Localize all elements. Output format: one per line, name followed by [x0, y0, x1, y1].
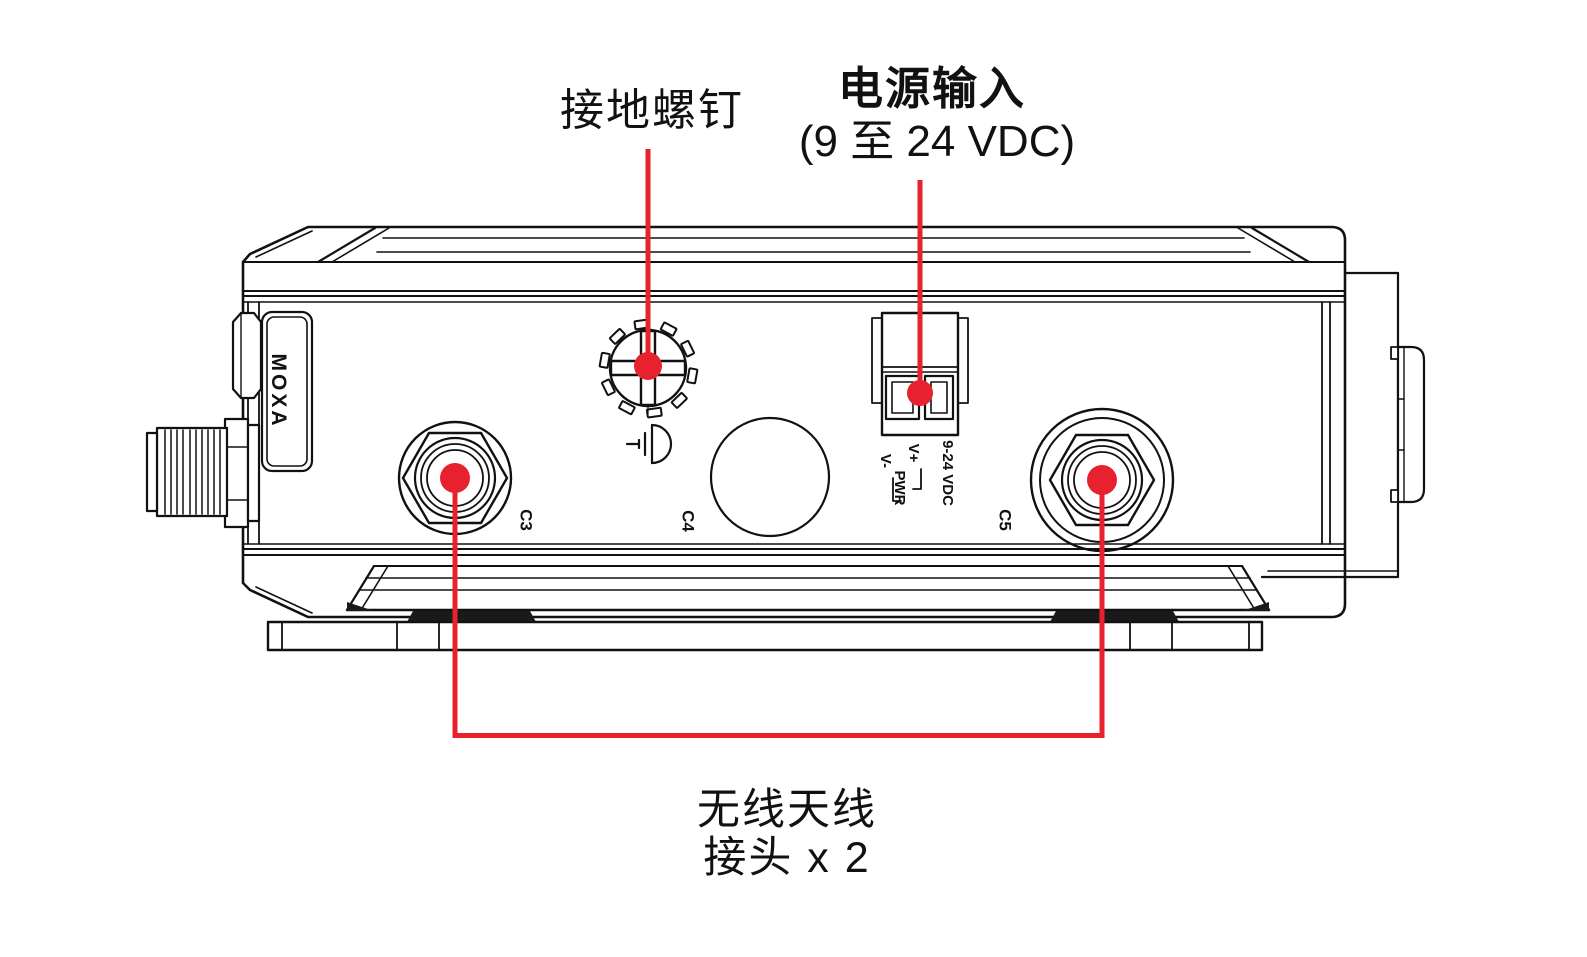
label-c5: C5 [995, 509, 1014, 531]
right-edge-seams [1321, 301, 1331, 545]
grounding-screw-label: 接地螺钉 [560, 86, 744, 135]
device-body [145, 225, 1426, 652]
base-plate [266, 620, 1264, 652]
threads [164, 429, 221, 515]
power-input-label-line2: (9 至 24 VDC) [799, 117, 1075, 166]
mount-bracket [1260, 271, 1426, 579]
label-power-rating: 9-24 VDC [939, 440, 956, 506]
brand-plate [260, 310, 314, 473]
brand-logo-text: MOXA [267, 354, 290, 429]
label-v-plus: V+ [905, 444, 922, 463]
power-input-label-line1: 电源输入 [838, 63, 1026, 114]
body-chamfer-doubles [255, 230, 313, 614]
callout-dot-grounding-screw [634, 352, 662, 380]
callout-labels: 接地螺钉 电源输入 (9 至 24 VDC) 无线天线 接头 x 2 [560, 63, 1075, 882]
screw-teeth [598, 318, 699, 419]
bottom-channel [242, 543, 1346, 622]
top-roof-channel [242, 226, 1346, 303]
body-outline [241, 225, 1347, 619]
label-pwr: PWR [891, 471, 908, 506]
antenna-port-c4 [709, 416, 831, 538]
annotations [440, 149, 1117, 738]
antenna-label-line1: 无线天线 [697, 786, 877, 834]
antenna-label-line2: 接头 x 2 [703, 834, 870, 882]
callout-dot-antenna-c5 [1087, 465, 1117, 495]
m12-connector [145, 417, 261, 529]
ground-symbol-icon [625, 423, 673, 465]
label-c3: C3 [516, 509, 535, 531]
label-c4: C4 [678, 510, 697, 532]
left-tab [231, 311, 263, 400]
callout-line-antenna-connectors [452, 478, 1105, 738]
pwr-bracket-lines [892, 468, 922, 502]
device-markings: MOXA C3 C4 C5 9-24 VDC V+ V- PWR [267, 354, 1014, 533]
din-clip [1396, 345, 1426, 504]
callout-dot-antenna-c3 [440, 463, 470, 493]
foot-pads [347, 602, 1269, 622]
label-v-minus: V- [877, 454, 894, 468]
callout-dot-power-input [907, 380, 933, 406]
